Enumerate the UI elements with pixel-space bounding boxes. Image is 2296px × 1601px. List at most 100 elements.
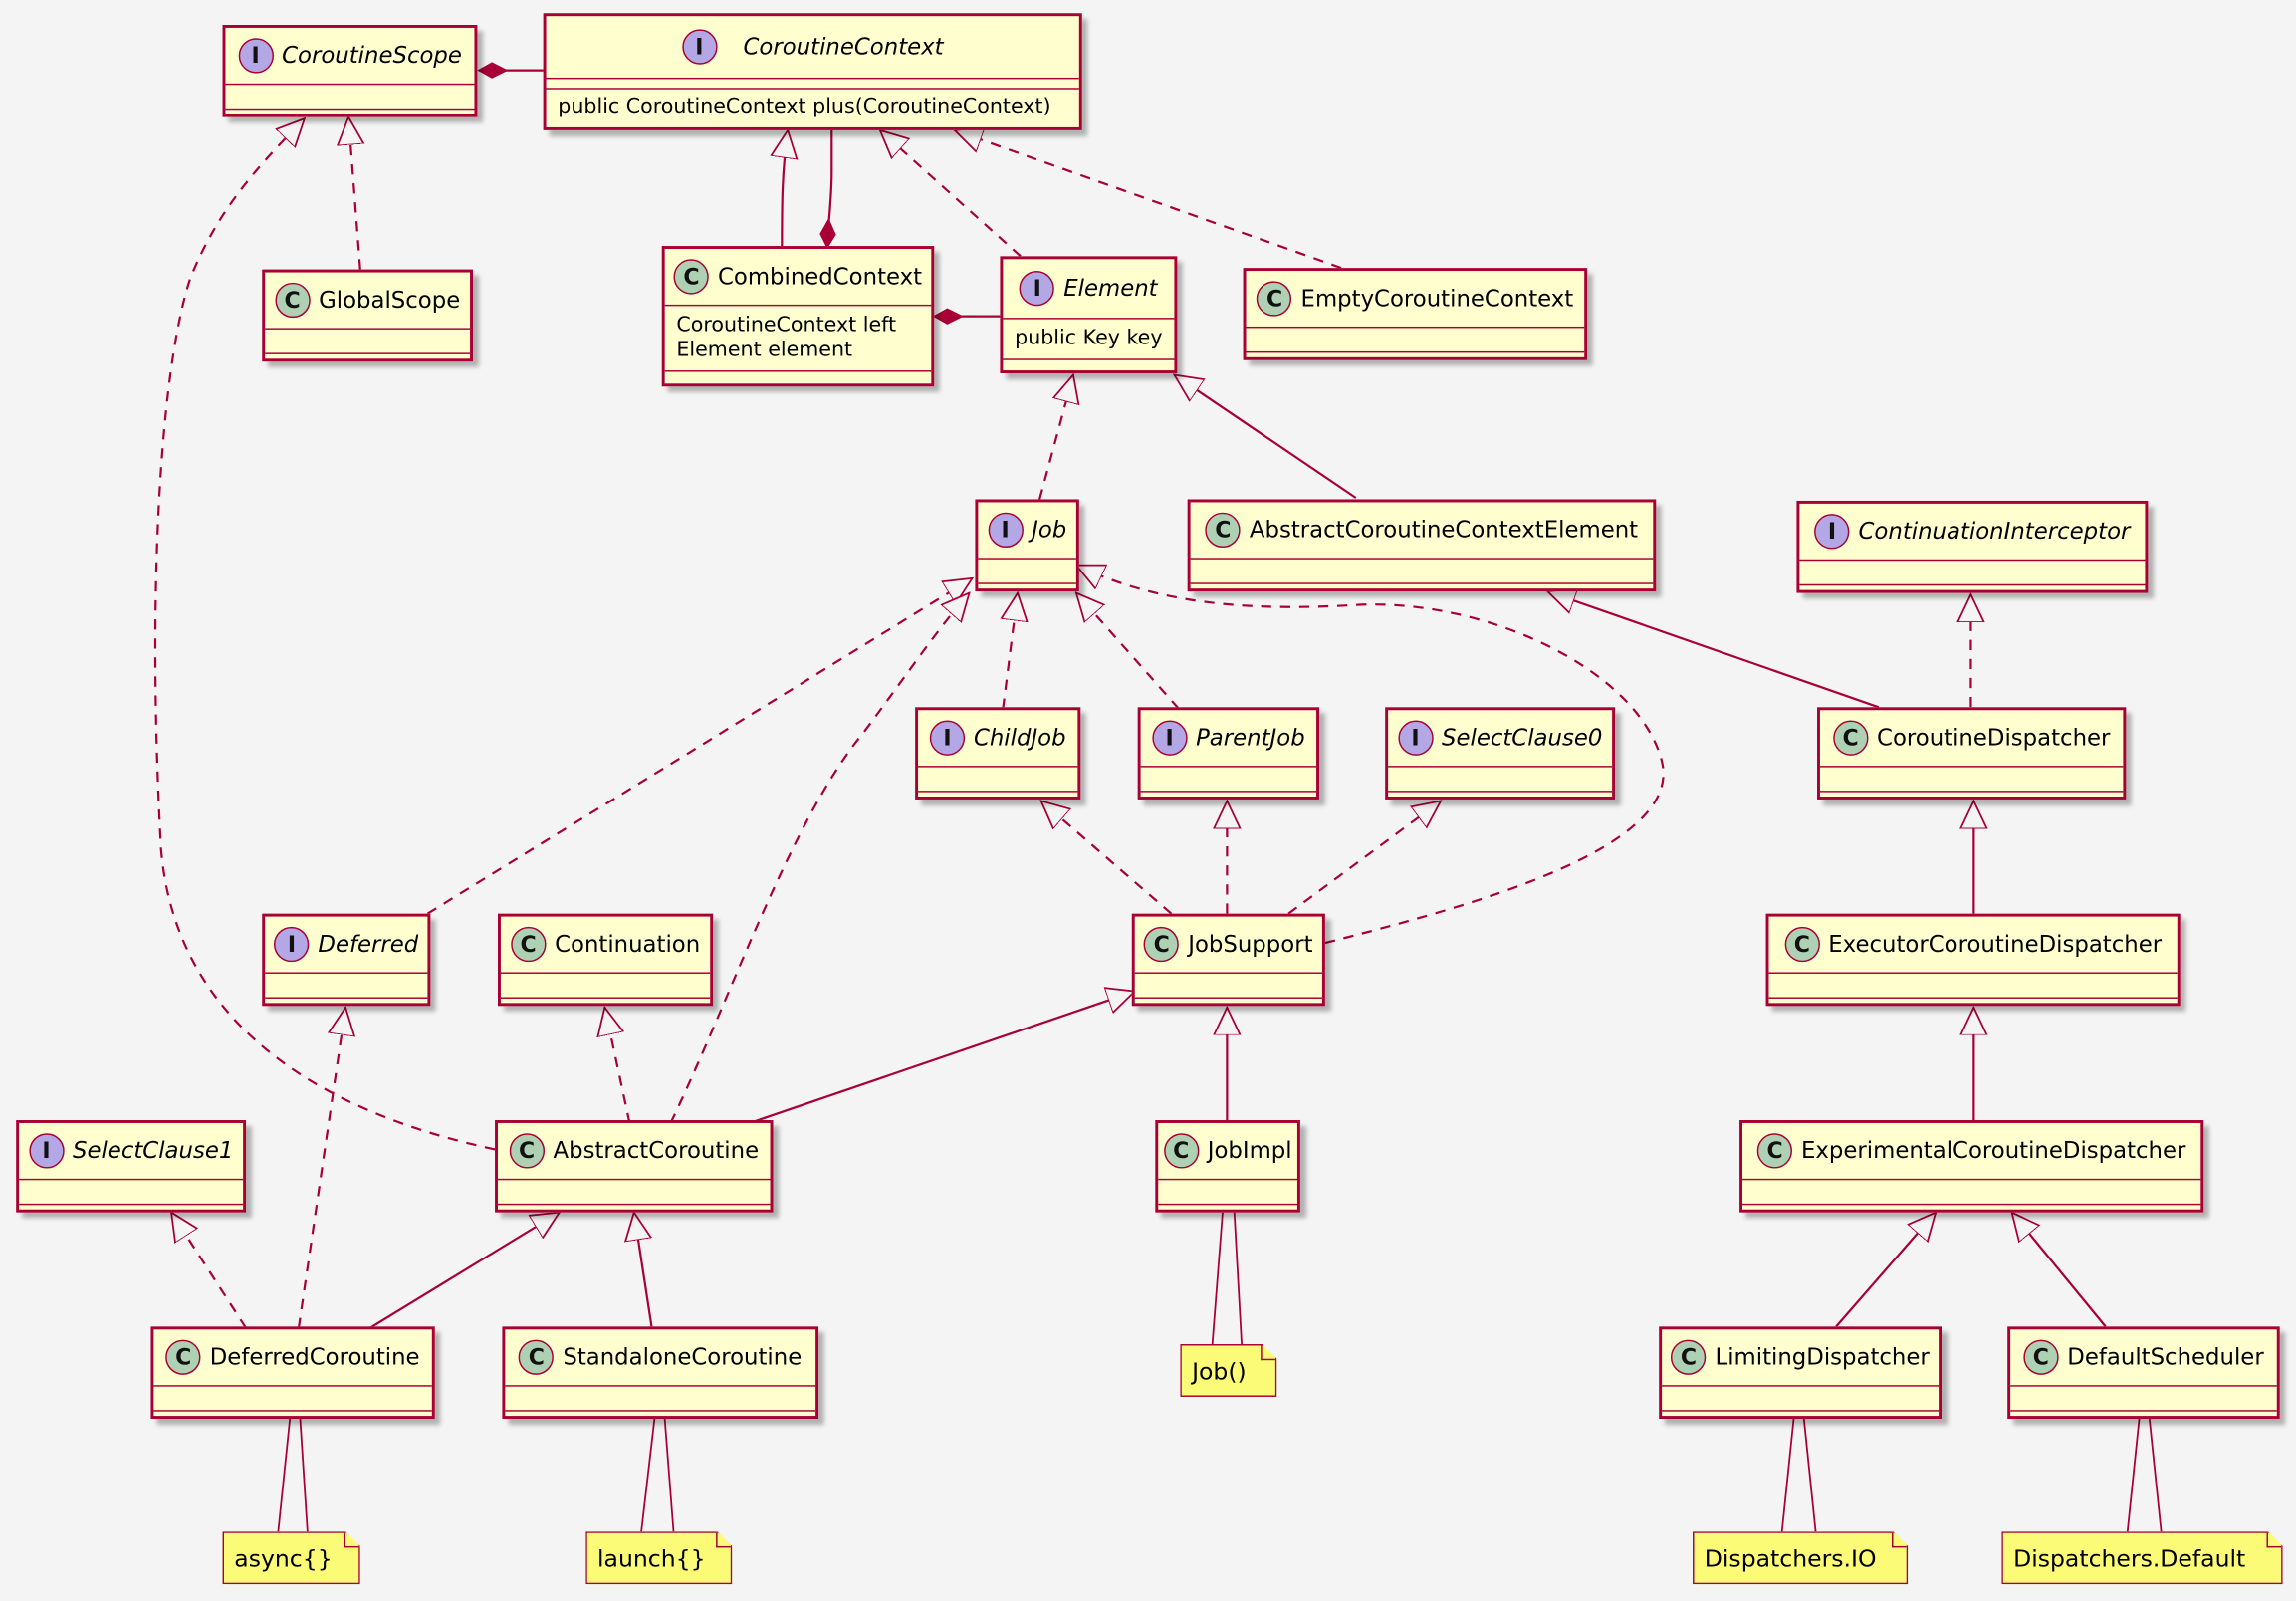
interface-badge: I (237, 38, 274, 74)
class-name: GlobalScope (319, 287, 461, 314)
note-text: launch{} (597, 1543, 706, 1572)
abstract-implements-scope (153, 118, 496, 1151)
class-badge: C (519, 1339, 555, 1375)
deferred-implements-job (426, 578, 972, 915)
class-name: Deferred (318, 931, 419, 958)
class-attributes (1819, 768, 2124, 793)
class-attributes (500, 974, 711, 999)
abstract-implements-continuation (604, 1008, 631, 1124)
class-name: ExecutorCoroutineDispatcher (1828, 931, 2163, 958)
class-name: CoroutineScope (282, 42, 462, 70)
class-methods: public CoroutineContext plus(CoroutineCo… (558, 95, 1051, 119)
class-badge: C (1144, 926, 1180, 963)
class-name: Job (1032, 517, 1067, 544)
class-attributes (978, 560, 1076, 584)
class-attributes (1799, 561, 2146, 586)
note-job-fn: Job() (1180, 1344, 1276, 1397)
class-attributes (1662, 1387, 1940, 1412)
empty-implements-context (955, 130, 1342, 270)
deferredcoroutine-implements-deferred (297, 1008, 345, 1328)
interface-badge: I (1397, 720, 1434, 756)
default-extends-experimental (2012, 1213, 2107, 1328)
note-text: Dispatchers.IO (1704, 1543, 1877, 1572)
dispatcher-extends-acce (1547, 591, 1880, 709)
class-badge: C (509, 1133, 545, 1169)
class-badge: C (1257, 281, 1292, 317)
class-coroutine-scope[interactable]: I CoroutineScope (222, 25, 478, 117)
class-name: ChildJob (973, 724, 1066, 752)
abstract-extends-jobsupport (749, 992, 1135, 1124)
class-name: ExperimentalCoroutineDispatcher (1801, 1137, 2186, 1165)
class-name: CoroutineDispatcher (1877, 724, 2111, 752)
note-connector-deferredcoroutine (277, 1418, 309, 1532)
class-attributes (498, 1180, 771, 1206)
class-attributes (265, 974, 428, 999)
class-name: SelectClause0 (1441, 724, 1603, 752)
class-attributes (1742, 1180, 2201, 1206)
interface-badge: I (929, 720, 966, 756)
class-attributes (1388, 768, 1613, 793)
class-abstract-coroutine-context-element[interactable]: C AbstractCoroutineContextElement (1187, 499, 1657, 592)
class-attributes (1158, 1180, 1297, 1206)
class-badge: C (1163, 1133, 1199, 1169)
interface-badge: I (1151, 720, 1188, 756)
class-name: DefaultScheduler (2067, 1344, 2264, 1371)
class-badge: C (1671, 1339, 1707, 1375)
class-badge: C (510, 926, 547, 963)
note-connector-default (2126, 1418, 2163, 1532)
class-attributes (546, 79, 1079, 90)
interface-badge: I (1020, 271, 1055, 307)
class-job-impl[interactable]: C JobImpl (1155, 1120, 1300, 1213)
job-implements-element (1038, 374, 1073, 500)
class-attributes (153, 1387, 432, 1412)
note-connector-jobimpl (1211, 1212, 1243, 1345)
class-executor-coroutine-dispatcher[interactable]: C ExecutorCoroutineDispatcher (1765, 913, 2181, 1007)
class-name: ContinuationInterceptor (1858, 518, 2131, 546)
element-implements-context (880, 130, 1022, 258)
class-attributes (265, 330, 471, 354)
deferredcoroutine-implements-selectclause1 (171, 1213, 247, 1329)
acce-extends-element (1174, 374, 1357, 499)
class-badge: C (1784, 926, 1820, 963)
jobsupport-implements-selectclause0 (1287, 800, 1441, 915)
class-name: JobImpl (1207, 1137, 1292, 1165)
class-name: DeferredCoroutine (209, 1344, 420, 1371)
note-connector-limiting (1780, 1418, 1817, 1532)
jobsupport-implements-job (1076, 564, 1665, 945)
class-badge: C (1832, 720, 1869, 756)
class-name: Continuation (555, 931, 701, 958)
class-attributes: public Key key (1003, 320, 1175, 360)
class-name: AbstractCoroutineContextElement (1249, 517, 1639, 544)
class-badge: C (673, 259, 710, 295)
class-continuation[interactable]: C Continuation (498, 913, 714, 1007)
note-text: Job() (1192, 1356, 1247, 1385)
childjob-implements-job (1003, 593, 1018, 709)
class-attributes (1246, 328, 1585, 353)
class-coroutine-dispatcher[interactable]: C CoroutineDispatcher (1817, 707, 2127, 800)
interface-badge: I (681, 29, 718, 65)
note-text: async{} (234, 1543, 333, 1572)
class-name: SelectClause1 (72, 1137, 234, 1165)
class-badge: C (1205, 512, 1242, 549)
note-dispatchers-io: Dispatchers.IO (1693, 1531, 1908, 1584)
